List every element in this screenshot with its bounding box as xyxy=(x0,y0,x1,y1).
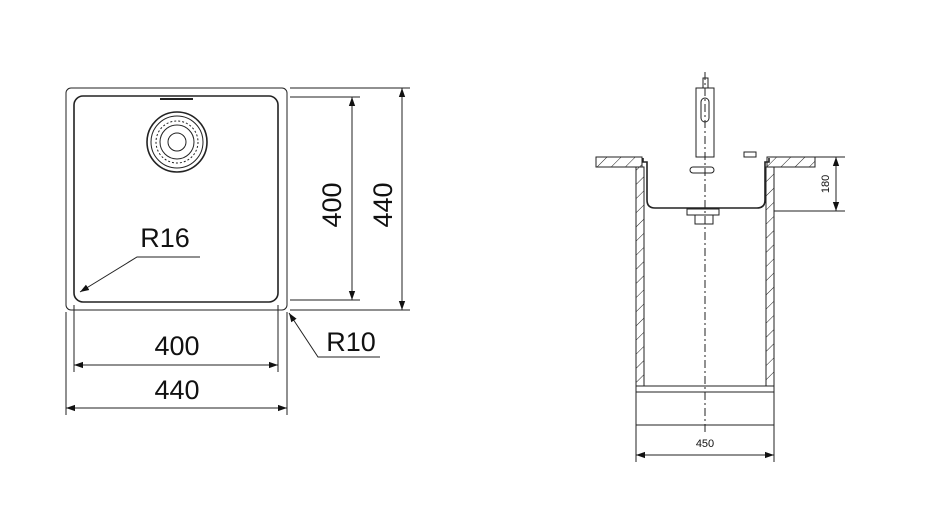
r10-leader xyxy=(288,312,380,358)
drain-strainer-icon xyxy=(146,111,208,173)
sink-outer-outline xyxy=(65,87,288,311)
drain-trap xyxy=(694,214,714,225)
r16-label: R16 xyxy=(140,223,190,253)
outer-width-label: 440 xyxy=(154,375,199,405)
sink-bowl-outline xyxy=(73,95,279,303)
countertop-right xyxy=(766,156,816,168)
sink-bowl-section xyxy=(642,158,770,209)
drain-waste xyxy=(686,208,720,216)
countertop-left xyxy=(595,156,643,168)
r16-leader xyxy=(79,256,200,293)
side-view: 180 450 xyxy=(595,72,845,462)
inner-width-label: 400 xyxy=(154,331,199,361)
cabinet-width-label: 450 xyxy=(696,438,714,450)
outer-depth-label: 440 xyxy=(368,182,398,227)
bowl-depth-label: 180 xyxy=(820,175,832,193)
cabinet-wall-left xyxy=(635,166,645,387)
cabinet-wall-right xyxy=(765,166,775,387)
r10-label: R10 xyxy=(326,327,376,357)
top-view: R16 R10 400 440 400 440 xyxy=(65,87,410,415)
overflow-icon xyxy=(689,166,715,174)
inner-depth-label: 400 xyxy=(317,182,347,227)
